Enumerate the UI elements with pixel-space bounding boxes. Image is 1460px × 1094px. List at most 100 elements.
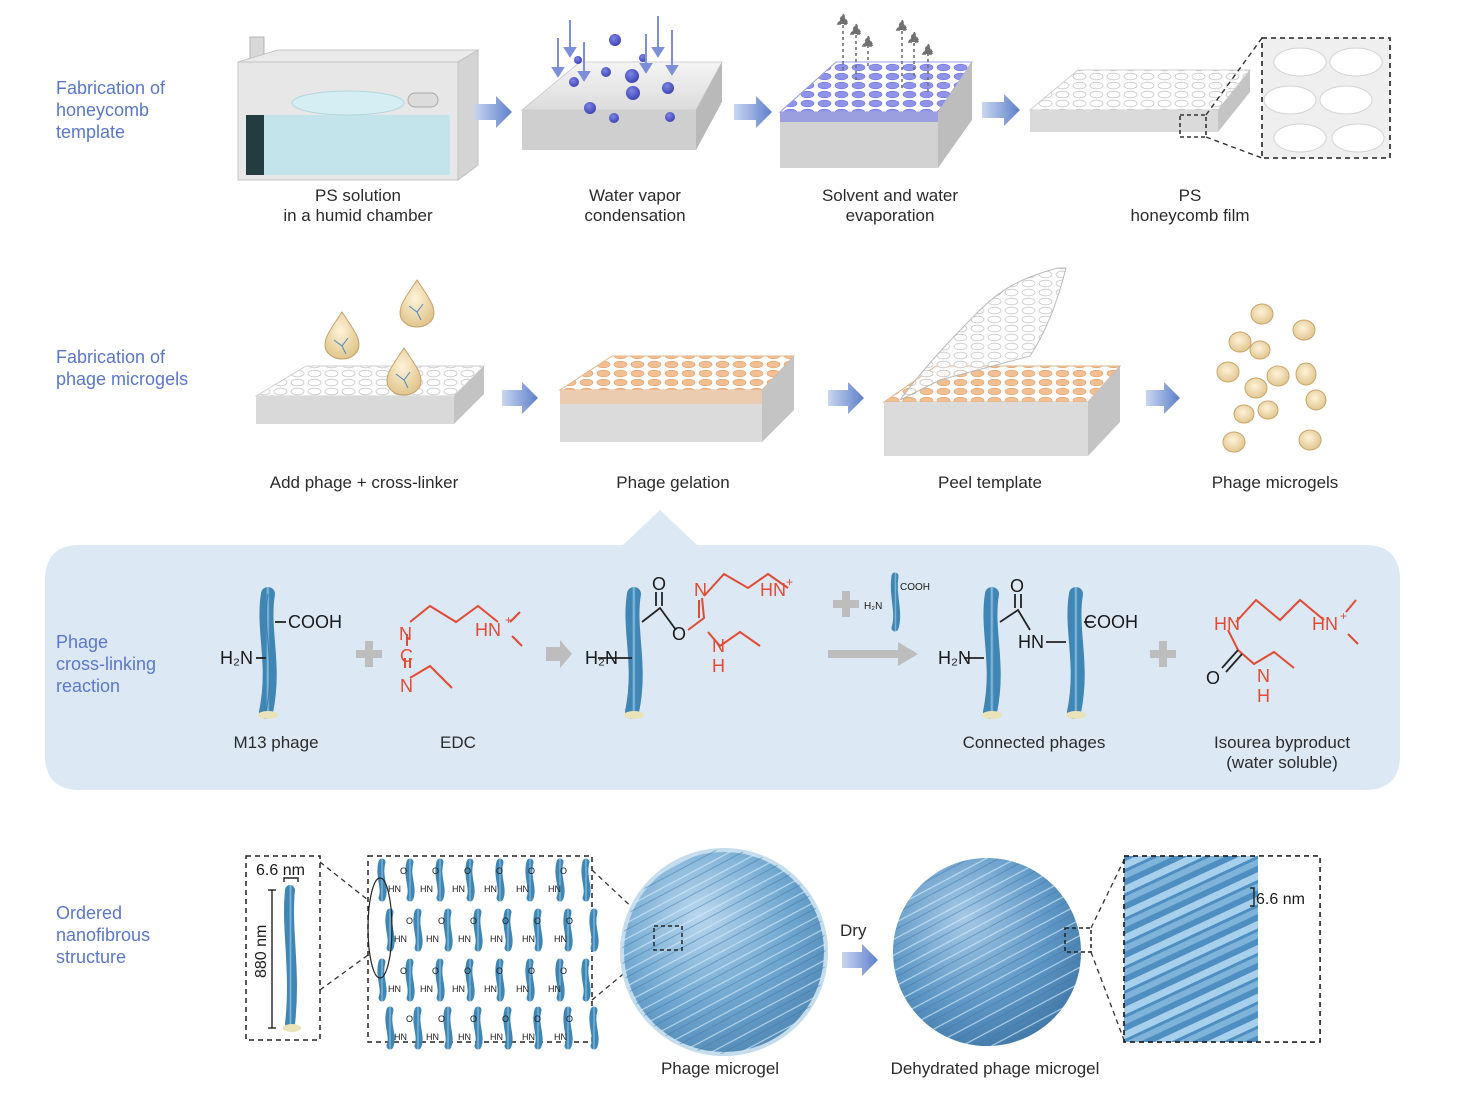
row-title-line: Fabrication of — [56, 347, 166, 367]
caption-phage-gelation: Phage gelation — [616, 473, 730, 492]
network-o-label: O — [400, 866, 407, 876]
isourea-structure: HN HN + O N H — [1206, 598, 1359, 706]
network-o-label: O — [528, 966, 535, 976]
network-phage — [503, 1006, 513, 1050]
network-hn-label: HN — [388, 884, 401, 894]
arrow-icon — [1146, 382, 1180, 414]
network-phage — [385, 1006, 395, 1050]
network-phage — [443, 908, 453, 952]
network-phage — [503, 908, 513, 952]
atom-hn: HN — [1018, 632, 1044, 652]
network-hn-label: HN — [426, 934, 439, 944]
network-o-label: O — [566, 916, 573, 926]
network-o-label: O — [438, 1014, 445, 1024]
atom-hn: HN — [1214, 614, 1240, 634]
row-title-line: nanofibrous — [56, 925, 151, 945]
caption-peel-template: Peel template — [938, 473, 1042, 492]
single-phage-dimension-box: 6.6 nm 880 nm — [245, 855, 321, 1041]
mini-h2n-label: H₂N — [864, 601, 882, 612]
width-dimension-label: 6.6 nm — [256, 862, 305, 879]
network-o-label: O — [406, 1014, 413, 1024]
arrow-icon — [982, 94, 1020, 126]
network-phage — [405, 958, 415, 1002]
network-phage — [377, 958, 387, 1002]
network-phage — [413, 908, 423, 952]
row-title-line: Ordered — [56, 903, 123, 923]
row-title-crosslinking: Phage cross-linking reaction — [56, 631, 156, 697]
caption-line: Water vapor — [589, 186, 681, 205]
network-phage — [495, 958, 505, 1002]
process-arrows — [474, 94, 1180, 414]
atom-n: N — [712, 636, 725, 656]
network-phage — [581, 858, 591, 902]
network-hn-label: HN — [554, 934, 567, 944]
cooh-label: COOH — [288, 612, 342, 632]
network-phage — [581, 958, 591, 1002]
phage-microgels-illustration — [1216, 303, 1327, 453]
row-title-line: template — [56, 122, 126, 142]
atom-c: C — [400, 646, 413, 666]
length-dimension-label: 880 nm — [253, 925, 270, 978]
network-phage — [589, 1006, 599, 1050]
phage-microgel-sphere — [620, 848, 828, 1056]
network-hn-label: HN — [516, 984, 529, 994]
humid-chamber-illustration — [237, 36, 480, 181]
m13-phage-structure: COOH H₂N — [220, 587, 342, 719]
row-title-honeycomb: Fabrication of honeycomb template — [56, 77, 165, 143]
caption-line: honeycomb film — [1130, 206, 1250, 225]
dehydrated-microgel-sphere — [893, 858, 1125, 1046]
edc-structure — [404, 604, 523, 689]
mini-phage: COOH H₂N — [864, 572, 930, 632]
network-o-label: O — [438, 916, 445, 926]
network-phage — [385, 908, 395, 952]
network-hn-label: HN — [484, 884, 497, 894]
caption-line: Isourea byproduct — [1213, 733, 1351, 752]
network-phage — [563, 1006, 573, 1050]
dry-label: Dry — [840, 921, 867, 940]
honeycomb-film-illustration — [1028, 37, 1391, 159]
caption-line: evaporation — [845, 206, 935, 225]
row-title-line: honeycomb — [56, 100, 150, 120]
caption-line: condensation — [584, 206, 686, 225]
network-o-label: O — [534, 1014, 541, 1024]
caption-add-phage: Add phage + cross-linker — [269, 473, 459, 492]
network-phage — [525, 858, 535, 902]
network-hn-label: HN — [394, 934, 407, 944]
network-hn-label: HN — [458, 934, 471, 944]
cooh-label: COOH — [1084, 612, 1138, 632]
network-hn-label: HN — [452, 884, 465, 894]
network-hn-label: HN — [490, 934, 503, 944]
arrow-icon — [546, 640, 572, 668]
caption-line: in a humid chamber — [283, 206, 433, 225]
phage-gelation-illustration — [558, 355, 796, 442]
h2n-label: H₂N — [585, 648, 618, 668]
network-o-label: O — [560, 966, 567, 976]
network-hn-label: HN — [420, 884, 433, 894]
phage-network-box: HNOHNOHNOHNOHNOHNOHNOHNOHNOHNOHNOHNOHNOH… — [319, 855, 599, 1050]
network-o-label: O — [502, 1014, 509, 1024]
network-o-label: O — [534, 916, 541, 926]
vapor-condensation-illustration — [520, 16, 723, 150]
network-o-label: O — [496, 866, 503, 876]
network-hn-label: HN — [388, 984, 401, 994]
network-o-label: O — [432, 866, 439, 876]
caption-line: PS solution — [315, 186, 401, 205]
network-phage — [405, 858, 415, 902]
caption-line: PS — [1178, 186, 1202, 205]
arrow-icon — [828, 382, 864, 414]
row-title-line: structure — [56, 947, 127, 967]
network-o-label: O — [502, 916, 509, 926]
network-o-label: O — [470, 916, 477, 926]
network-phage — [465, 858, 475, 902]
charge-plus: + — [1340, 609, 1347, 623]
atom-n: N — [399, 624, 412, 644]
row-title-line: cross-linking — [56, 654, 157, 674]
network-hn-label: HN — [490, 1032, 503, 1042]
network-phage — [473, 908, 483, 952]
network-phage — [555, 858, 565, 902]
atom-hn-plus: HN — [1312, 614, 1338, 634]
row-title-line: phage microgels — [56, 369, 189, 389]
caption-m13-phage: M13 phage — [233, 733, 319, 752]
caption-dehydrated-microgel: Dehydrated phage microgel — [890, 1059, 1100, 1078]
